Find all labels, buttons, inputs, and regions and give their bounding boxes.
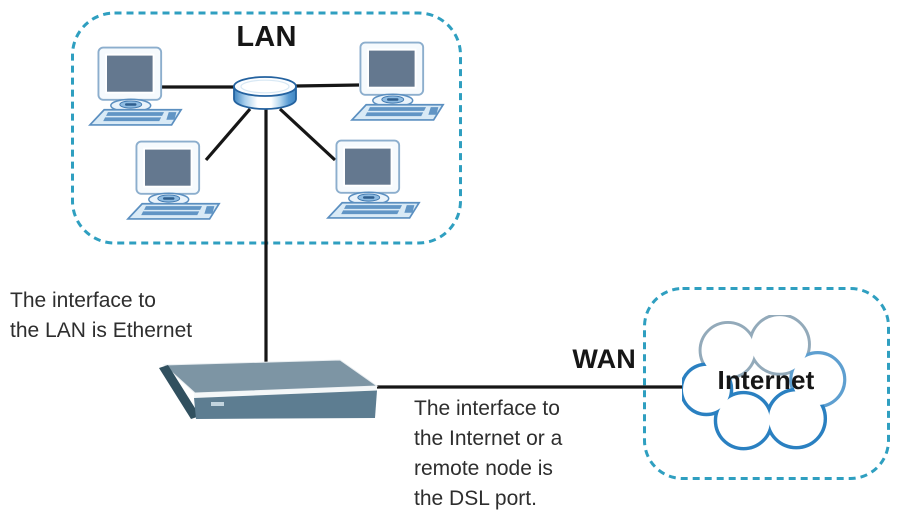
dsl-interface-note-line: remote node is: [414, 457, 553, 480]
internet-label: Internet: [717, 364, 815, 395]
dsl-interface-note-line: the Internet or a: [414, 427, 563, 450]
lan-link-pc3: [204, 107, 252, 162]
lan-interface-note-line: The interface to: [10, 289, 156, 312]
dsl-interface-note-line: the DSL port.: [414, 487, 537, 510]
internet-boundary-box: [643, 287, 890, 480]
dsl-router-icon: [156, 357, 380, 421]
desktop-computer-icon: [88, 45, 183, 127]
dsl-interface-note-line: The interface to: [414, 397, 560, 420]
lan-link-pc2: [295, 83, 360, 88]
lan-link-pc4: [278, 107, 337, 162]
desktop-computer-icon: [126, 139, 221, 221]
desktop-computer-icon: [326, 138, 421, 220]
dsl-interface-note: The interface to the Internet or a remot…: [414, 394, 562, 514]
network-hub-icon: [232, 75, 298, 113]
lan-label: LAN: [236, 21, 297, 53]
lan-interface-note: The interface to the LAN is Ethernet: [10, 286, 192, 346]
wan-label: WAN: [572, 344, 636, 374]
lan-interface-note-line: the LAN is Ethernet: [10, 319, 193, 342]
